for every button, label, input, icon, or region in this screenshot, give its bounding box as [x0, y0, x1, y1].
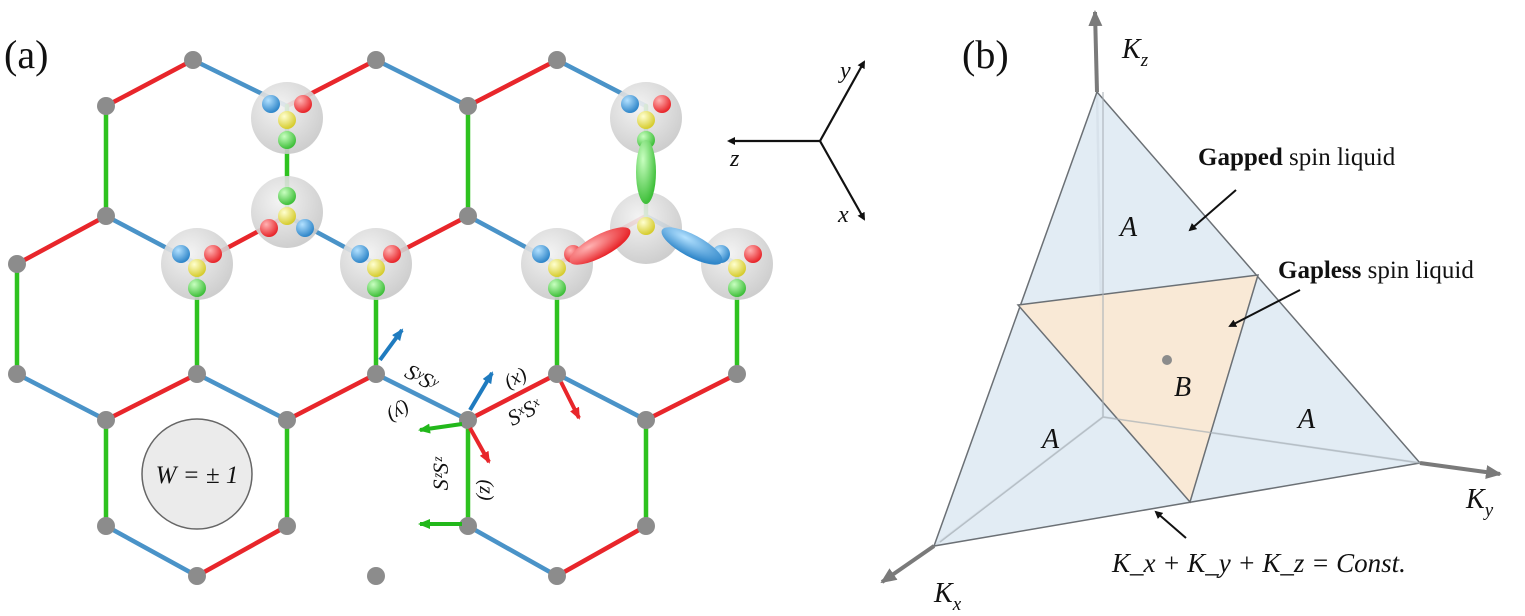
panel-b: (b) Kz Ky Kx A A A B [880, 10, 1502, 615]
z-bonds [14, 103, 740, 529]
region-b: B [1174, 372, 1191, 403]
majorana-site-central [610, 192, 682, 264]
majorana-site [161, 228, 233, 300]
point-b-marker [1162, 355, 1172, 365]
axis-ky-label: Ky [1465, 484, 1494, 521]
region-a-right: A [1296, 404, 1316, 435]
majorana-site [251, 82, 323, 154]
spin-arrow-z-upper [418, 422, 463, 434]
x-bond-pairing [569, 227, 631, 265]
y-bond-pairing [661, 227, 723, 265]
z-bond-tag: (z) [475, 479, 497, 500]
axis-x [819, 140, 865, 221]
axis-y [819, 60, 865, 142]
majorana-site [521, 228, 593, 300]
plaquette-flux: W = ± 1 [141, 418, 253, 530]
spin-arrow-y-upper [378, 328, 404, 362]
axis-kx [880, 544, 936, 584]
gapped-annotation: Gapped spin liquid [1198, 144, 1396, 171]
spin-axes [727, 60, 865, 221]
axis-ky [1419, 461, 1502, 480]
gapless-pointer [1228, 289, 1301, 327]
k-axes [880, 10, 1502, 584]
z-bond-pairing [636, 140, 656, 204]
axis-y-label: y [838, 58, 851, 84]
bond-labels: SʸSʸ (y) SˣSˣ (x) SᶻSᶻ (z) [384, 359, 546, 501]
lattice-sites [8, 51, 746, 585]
panel-a: (a) [4, 32, 865, 585]
spin-arrow-red-lower [468, 427, 491, 464]
y-bond-tag: (y) [384, 397, 414, 427]
majorana-sites [161, 82, 773, 300]
gapped-pointer [1188, 189, 1237, 232]
spin-arrow-red-right [559, 381, 581, 420]
inner-edges [939, 92, 1421, 543]
region-a-top: A [1118, 212, 1138, 243]
majorana-site [340, 228, 412, 300]
majorana-site [251, 176, 323, 248]
spin-arrows [378, 328, 581, 529]
region-a-left: A [1040, 424, 1060, 455]
axis-kz-label: Kz [1121, 34, 1149, 71]
axis-kx-label: Kx [933, 578, 962, 615]
plaquette-flux-label: W = ± 1 [156, 462, 239, 489]
gapless-region [1016, 274, 1260, 504]
axis-z-label: z [729, 146, 740, 172]
axis-kz [1088, 10, 1103, 93]
panel-b-label: (b) [962, 32, 1009, 77]
z-bond-term: SᶻSᶻ [428, 456, 453, 490]
majorana-site [701, 228, 773, 300]
gapless-annotation: Gapless spin liquid [1278, 257, 1474, 284]
spin-arrow-x-upper [468, 371, 494, 412]
constraint-pointer [1154, 510, 1187, 539]
constraint-equation: K_x + K_y + K_z = Const. [1111, 548, 1406, 578]
axis-x-label: x [837, 202, 849, 228]
panel-a-label: (a) [4, 32, 48, 77]
